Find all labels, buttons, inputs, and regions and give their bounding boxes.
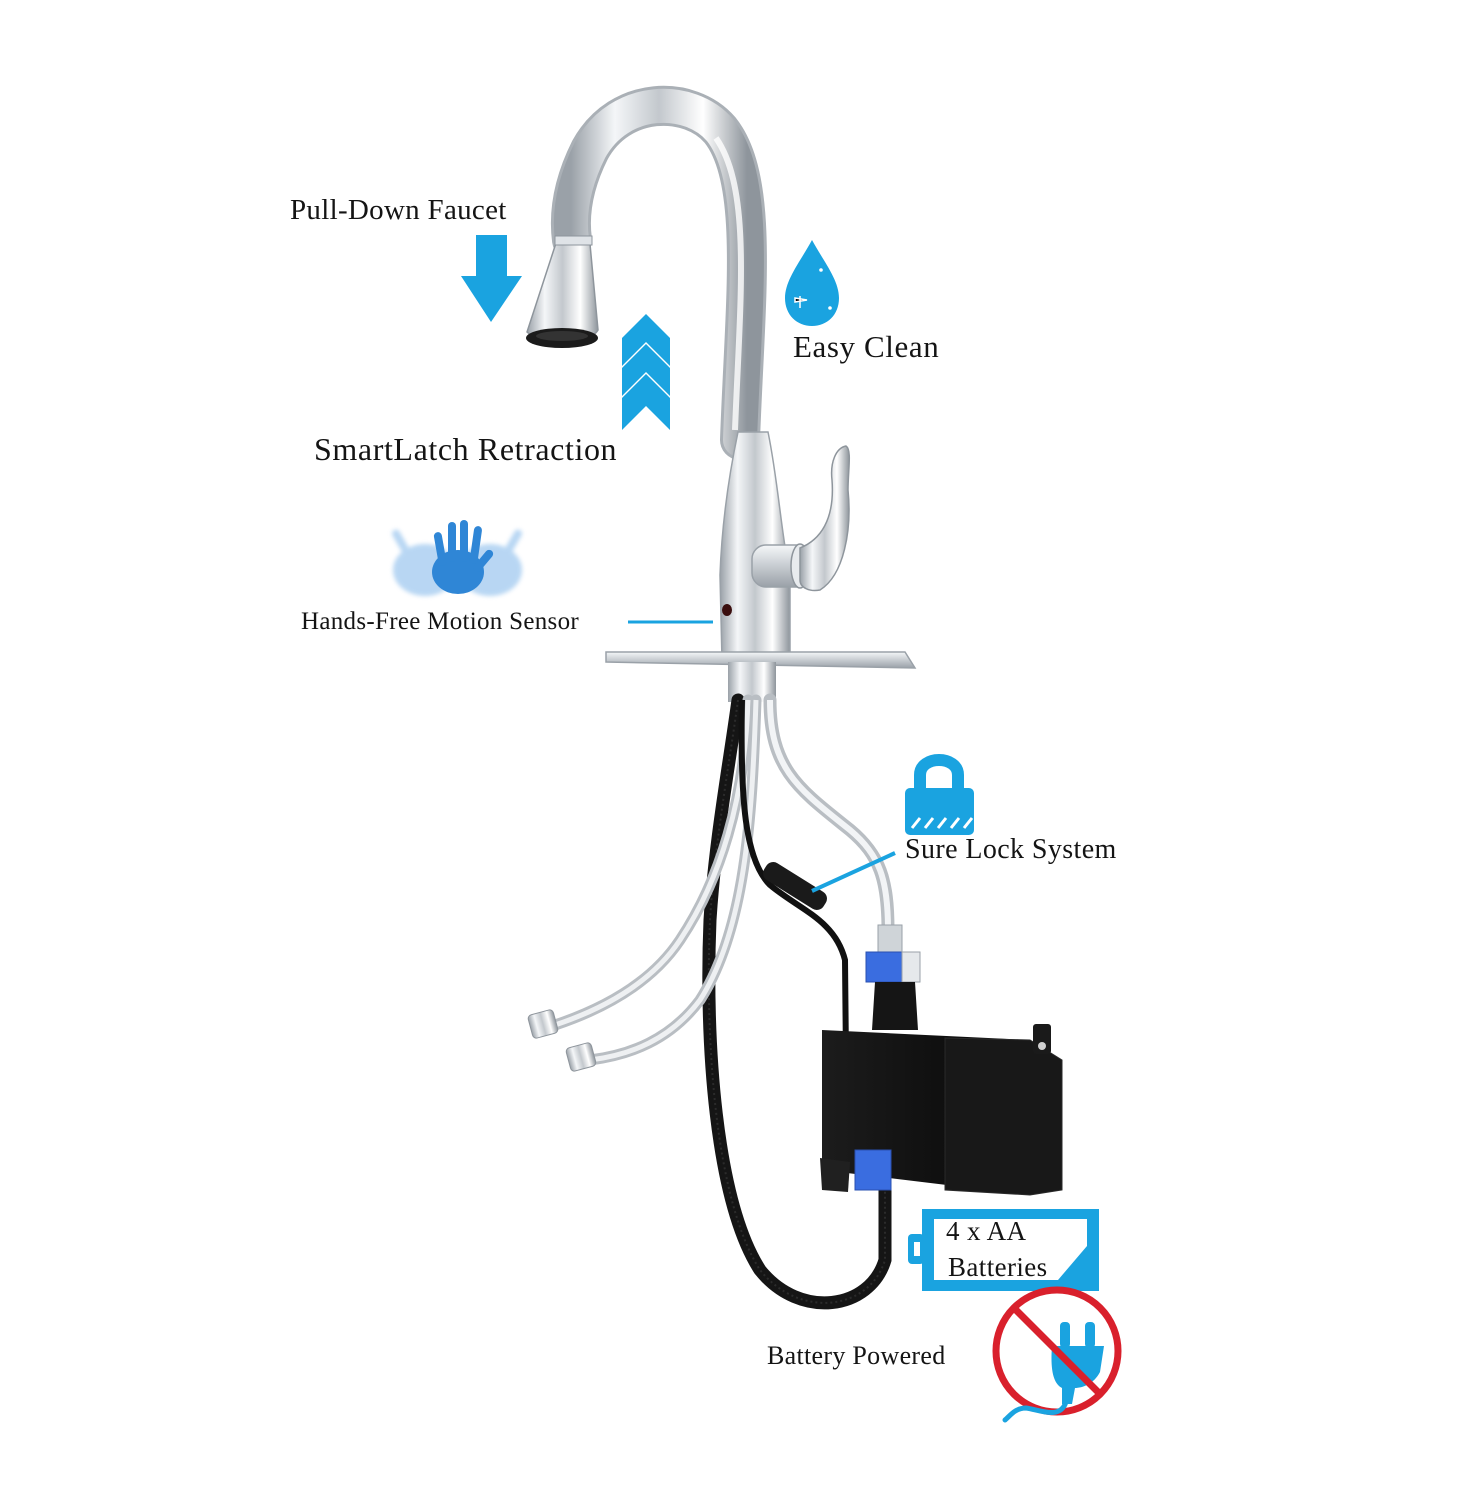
chevrons-up-icon	[622, 314, 670, 430]
faucet-body	[719, 431, 851, 661]
hands-free-sensor-label: Hands-Free Motion Sensor	[301, 608, 580, 635]
battery-count-label: 4 x AA	[946, 1216, 1027, 1246]
pull-down-faucet-label: Pull-Down Faucet	[290, 194, 507, 226]
sprayer-head	[526, 235, 599, 348]
surelock-leader-line	[811, 851, 896, 893]
easy-clean-label: Easy Clean	[793, 329, 940, 364]
pull-down-hose	[702, 693, 892, 1310]
sensor-cable	[738, 699, 849, 1061]
deck-plate	[605, 651, 917, 702]
motion-sensor-eye	[722, 604, 732, 616]
smartlatch-retraction-label: SmartLatch Retraction	[314, 431, 618, 467]
battery-icon	[908, 1209, 1099, 1291]
battery-type-label: Batteries	[948, 1252, 1048, 1282]
control-box	[820, 924, 1063, 1196]
water-drop-icon	[785, 240, 839, 326]
sure-lock-system-label: Sure Lock System	[905, 834, 1117, 865]
no-plug-icon	[992, 1286, 1122, 1423]
padlock-icon	[905, 754, 974, 835]
waving-hands-icon	[392, 520, 522, 596]
battery-powered-label: Battery Powered	[767, 1341, 946, 1370]
faucet-spout	[550, 85, 767, 460]
arrow-down-icon	[461, 235, 522, 322]
